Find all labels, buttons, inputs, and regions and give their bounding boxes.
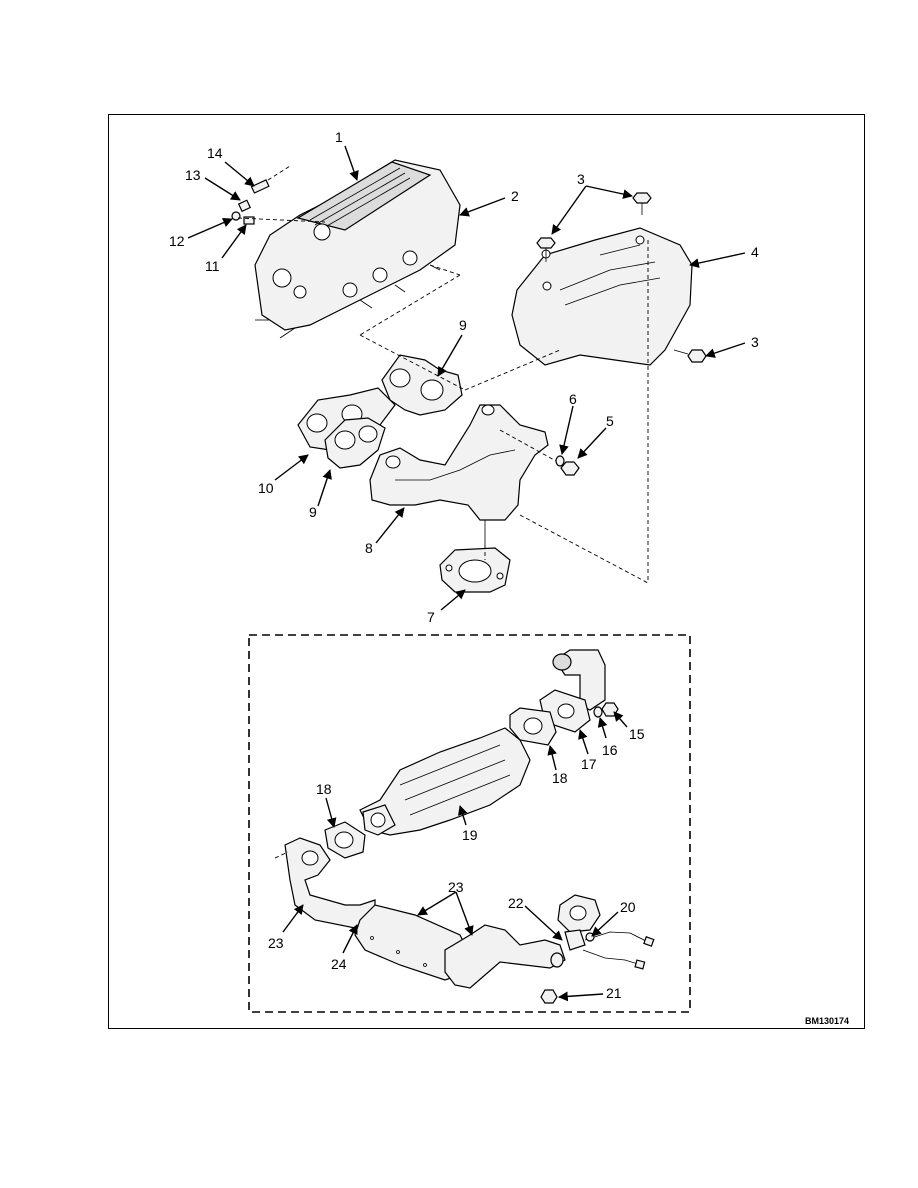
callout-14: 14 (207, 145, 223, 161)
callout-4: 4 (751, 244, 759, 260)
callout-2: 2 (511, 188, 519, 204)
callout-10: 10 (258, 480, 274, 496)
heat-shield-bolt-upper-right (632, 192, 652, 215)
sensor-plug (550, 952, 564, 968)
exhaust-pipe-subassembly-frame (248, 634, 691, 1013)
callout-9-upper: 9 (459, 317, 467, 333)
exhaust-flange-22 (557, 894, 601, 951)
callout-9-lower: 9 (309, 504, 317, 520)
drain-plug (540, 989, 558, 1004)
oxygen-sensor-wires (582, 931, 655, 970)
converter-gasket-upper (509, 707, 557, 746)
callout-labels: 1 2 3 4 3 9 6 5 10 9 8 7 14 13 12 11 15 … (169, 129, 849, 1026)
callout-18-lower: 18 (316, 781, 332, 797)
exhaust-manifold-gasket-upper (381, 354, 463, 416)
cylinder-head (254, 159, 461, 339)
tail-pipe-assembly (274, 837, 376, 929)
callout-24: 24 (331, 956, 347, 972)
flange-washer (593, 706, 603, 718)
heat-shield-bolt-lower (673, 349, 707, 363)
hose-14 (250, 165, 291, 194)
callout-19: 19 (462, 827, 478, 843)
callout-23-upper: 23 (448, 879, 464, 895)
figure-id-label: BM130174 (805, 1016, 849, 1026)
manifold-washer (555, 455, 565, 467)
callout-12: 12 (169, 233, 185, 249)
callout-3-upper: 3 (577, 171, 585, 187)
rear-exhaust-pipe (444, 924, 566, 989)
callout-15: 15 (629, 726, 645, 742)
washer-12 (231, 211, 241, 221)
callout-13: 13 (185, 167, 201, 183)
callout-3-lower: 3 (751, 334, 759, 350)
exhaust-manifold-gasket-lower (324, 417, 386, 469)
callout-22: 22 (508, 895, 524, 911)
manifold-nut (560, 461, 580, 476)
heat-shield-bolt-upper-left (536, 237, 556, 262)
callout-8: 8 (365, 540, 373, 556)
exhaust-manifold (369, 404, 549, 545)
callout-5: 5 (606, 413, 614, 429)
callout-17: 17 (581, 756, 597, 772)
bolt-fitting-11 (243, 216, 255, 225)
heat-shield (511, 227, 693, 366)
converter-gasket-lower (324, 821, 366, 859)
manifold-outlet-gasket (439, 547, 511, 593)
callout-6: 6 (569, 391, 577, 407)
callout-16: 16 (602, 742, 618, 758)
callout-11: 11 (205, 258, 220, 274)
leader-lines (187, 145, 746, 1002)
catalytic-converter (359, 727, 531, 836)
callout-7: 7 (427, 609, 435, 625)
fitting-13 (237, 199, 252, 213)
callout-18-upper: 18 (552, 770, 568, 786)
figure-frame (108, 114, 865, 1029)
callout-20: 20 (620, 899, 636, 915)
callout-1: 1 (335, 129, 343, 145)
callout-21: 21 (606, 985, 622, 1001)
callout-23-lower: 23 (268, 935, 284, 951)
front-exhaust-pipe (552, 649, 606, 711)
alignment-lines-upper (237, 217, 649, 584)
